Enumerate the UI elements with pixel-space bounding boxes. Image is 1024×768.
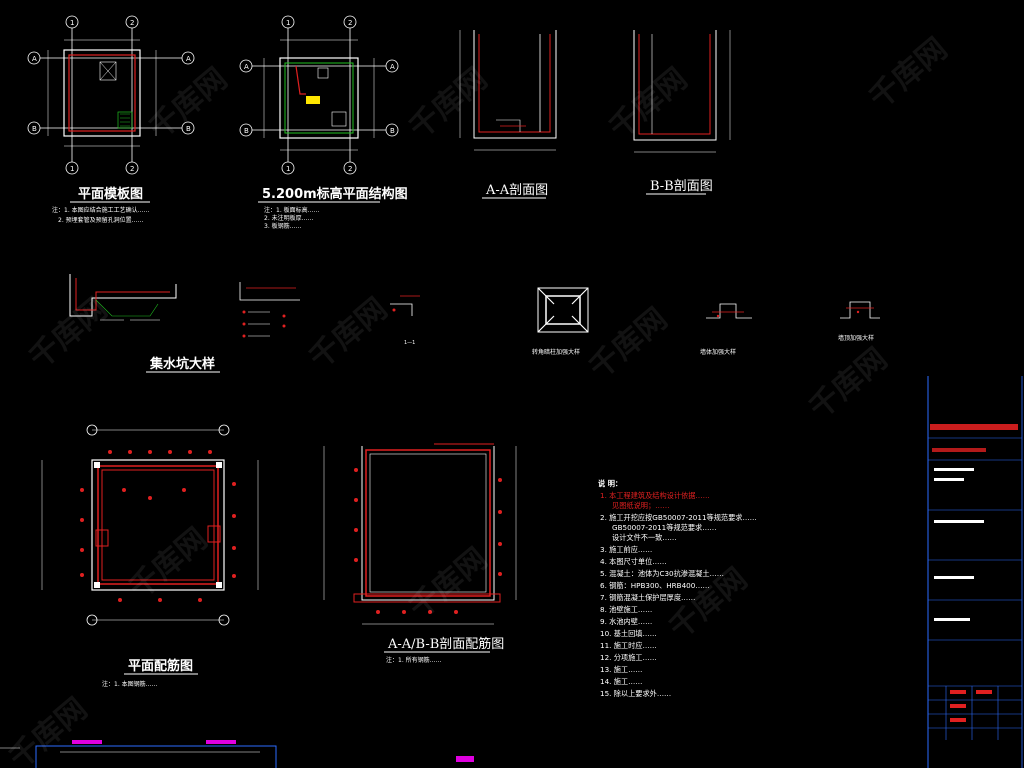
axis-label: A [186,55,191,63]
axis-label: B [244,127,249,135]
plan-5200-view: 1 2 A B 1 2 A B 5.200m标高平面结构图 注：1. 板面标高…… [239,15,408,230]
view-title: A-A/B-B剖面配筋图 [387,636,504,652]
view-title: 墙体加强大样 [700,348,736,356]
note-line: 15. 除以上要求外…… [600,689,671,698]
axis-label: 1 [70,165,74,173]
note-line: 设计文件不一致…… [612,533,677,542]
axis-label: 1 [70,19,74,27]
axis-label: A [32,55,37,63]
view-title: A-A剖面图 [485,183,548,198]
notes-heading: 说 明： [598,479,622,488]
small-detail-a: 1—1 [390,295,420,346]
section-rebar-view: A-A/B-B剖面配筋图 注：1. 所有钢筋…… [323,443,517,664]
axis-label: 1 [286,165,290,173]
plan-formwork-view: 1 2 A B 1 2 A B 平面模板图 注：1. 本图应结合施工工艺确认……… [27,15,195,224]
section-aa-view: A-A剖面图 [459,30,557,199]
axis-label: 2 [130,19,134,27]
svg-text:注：1. 本图应结合施工工艺确认……: 注：1. 本图应结合施工工艺确认…… [52,206,150,214]
svg-text:注：1. 板面标高……: 注：1. 板面标高…… [264,206,320,214]
svg-text:1—1: 1—1 [404,340,415,346]
axis-label: 2 [348,165,352,173]
axis-label: A [390,63,395,71]
axis-label: B [186,125,191,133]
note-line: 3. 施工前应…… [600,545,652,554]
axis-label: 2 [348,19,352,27]
sump-detail-view: 集水坑大样 [69,274,300,373]
view-title: 转角暗柱加强大样 [532,348,580,356]
next-sheet-strip [0,740,474,768]
view-title: 墙顶加强大样 [838,334,874,342]
svg-text:2. 未注明板厚……: 2. 未注明板厚…… [264,214,314,222]
note-line: 4. 本图尺寸单位…… [600,557,667,566]
view-title: 平面配筋图 [128,658,193,674]
svg-text:注：1. 本图钢筋……: 注：1. 本图钢筋…… [102,680,158,688]
axis-label: B [32,125,37,133]
axis-label: A [244,63,249,71]
note-line: 14. 施工…… [600,677,642,686]
note-line: 6. 钢筋：HPB300、HRB400…… [600,581,710,590]
detail-mid-view: 墙体加强大样 [700,303,752,356]
note-line-red: 见图纸说明；…… [612,501,670,510]
note-line: 9. 水池内壁…… [600,617,652,626]
view-title: 集水坑大样 [149,356,215,372]
detail-right-view: 墙顶加强大样 [838,301,880,342]
view-notes: 注：1. 板面标高…… 2. 未注明板厚…… 3. 板钢筋…… [264,206,320,230]
note-line: 5. 混凝土：池体为C30抗渗混凝土…… [600,569,724,578]
note-line: GB50007-2011等规范要求…… [612,523,717,532]
note-line-red: 1. 本工程建筑及结构设计依据…… [600,491,710,500]
note-line: 7. 钢筋混凝土保护层厚度…… [600,593,695,602]
view-title: 平面模板图 [78,186,143,202]
note-line: 13. 施工…… [600,665,642,674]
design-notes: 说 明： 1. 本工程建筑及结构设计依据…… 见图纸说明；…… 2. 施工开挖应… [598,479,757,698]
note-line: 10. 基土回填…… [600,629,657,638]
svg-text:3. 板钢筋……: 3. 板钢筋…… [264,222,302,230]
note-line: 12. 分项施工…… [600,653,657,662]
title-block [927,376,1023,768]
axis-labels-mid: 1 2 A B 1 2 A B [244,19,395,173]
note-line: 11. 施工时应…… [600,641,657,650]
axis-label: 2 [130,165,134,173]
detail-corner-view: 转角暗柱加强大样 [532,287,589,356]
axis-label: B [390,127,395,135]
note-line: 2. 施工开挖应按GB50007-2011等规范要求…… [600,513,757,522]
svg-text:注：1. 所有钢筋……: 注：1. 所有钢筋…… [386,656,442,664]
section-bb-view: B-B剖面图 [633,30,731,195]
note-line: 8. 池壁施工…… [600,605,652,614]
plan-rebar-view: 平面配筋图 注：1. 本图钢筋…… [41,424,259,688]
svg-text:2. 预埋套管及预留孔洞位置……: 2. 预埋套管及预留孔洞位置…… [58,216,144,224]
view-title: 5.200m标高平面结构图 [262,186,408,202]
view-title: B-B剖面图 [650,179,713,194]
axis-labels-left: 1 2 A B 1 2 A B [32,19,191,173]
axis-label: 1 [286,19,290,27]
view-notes: 注：1. 本图应结合施工工艺确认…… 2. 预埋套管及预留孔洞位置…… [52,206,150,224]
